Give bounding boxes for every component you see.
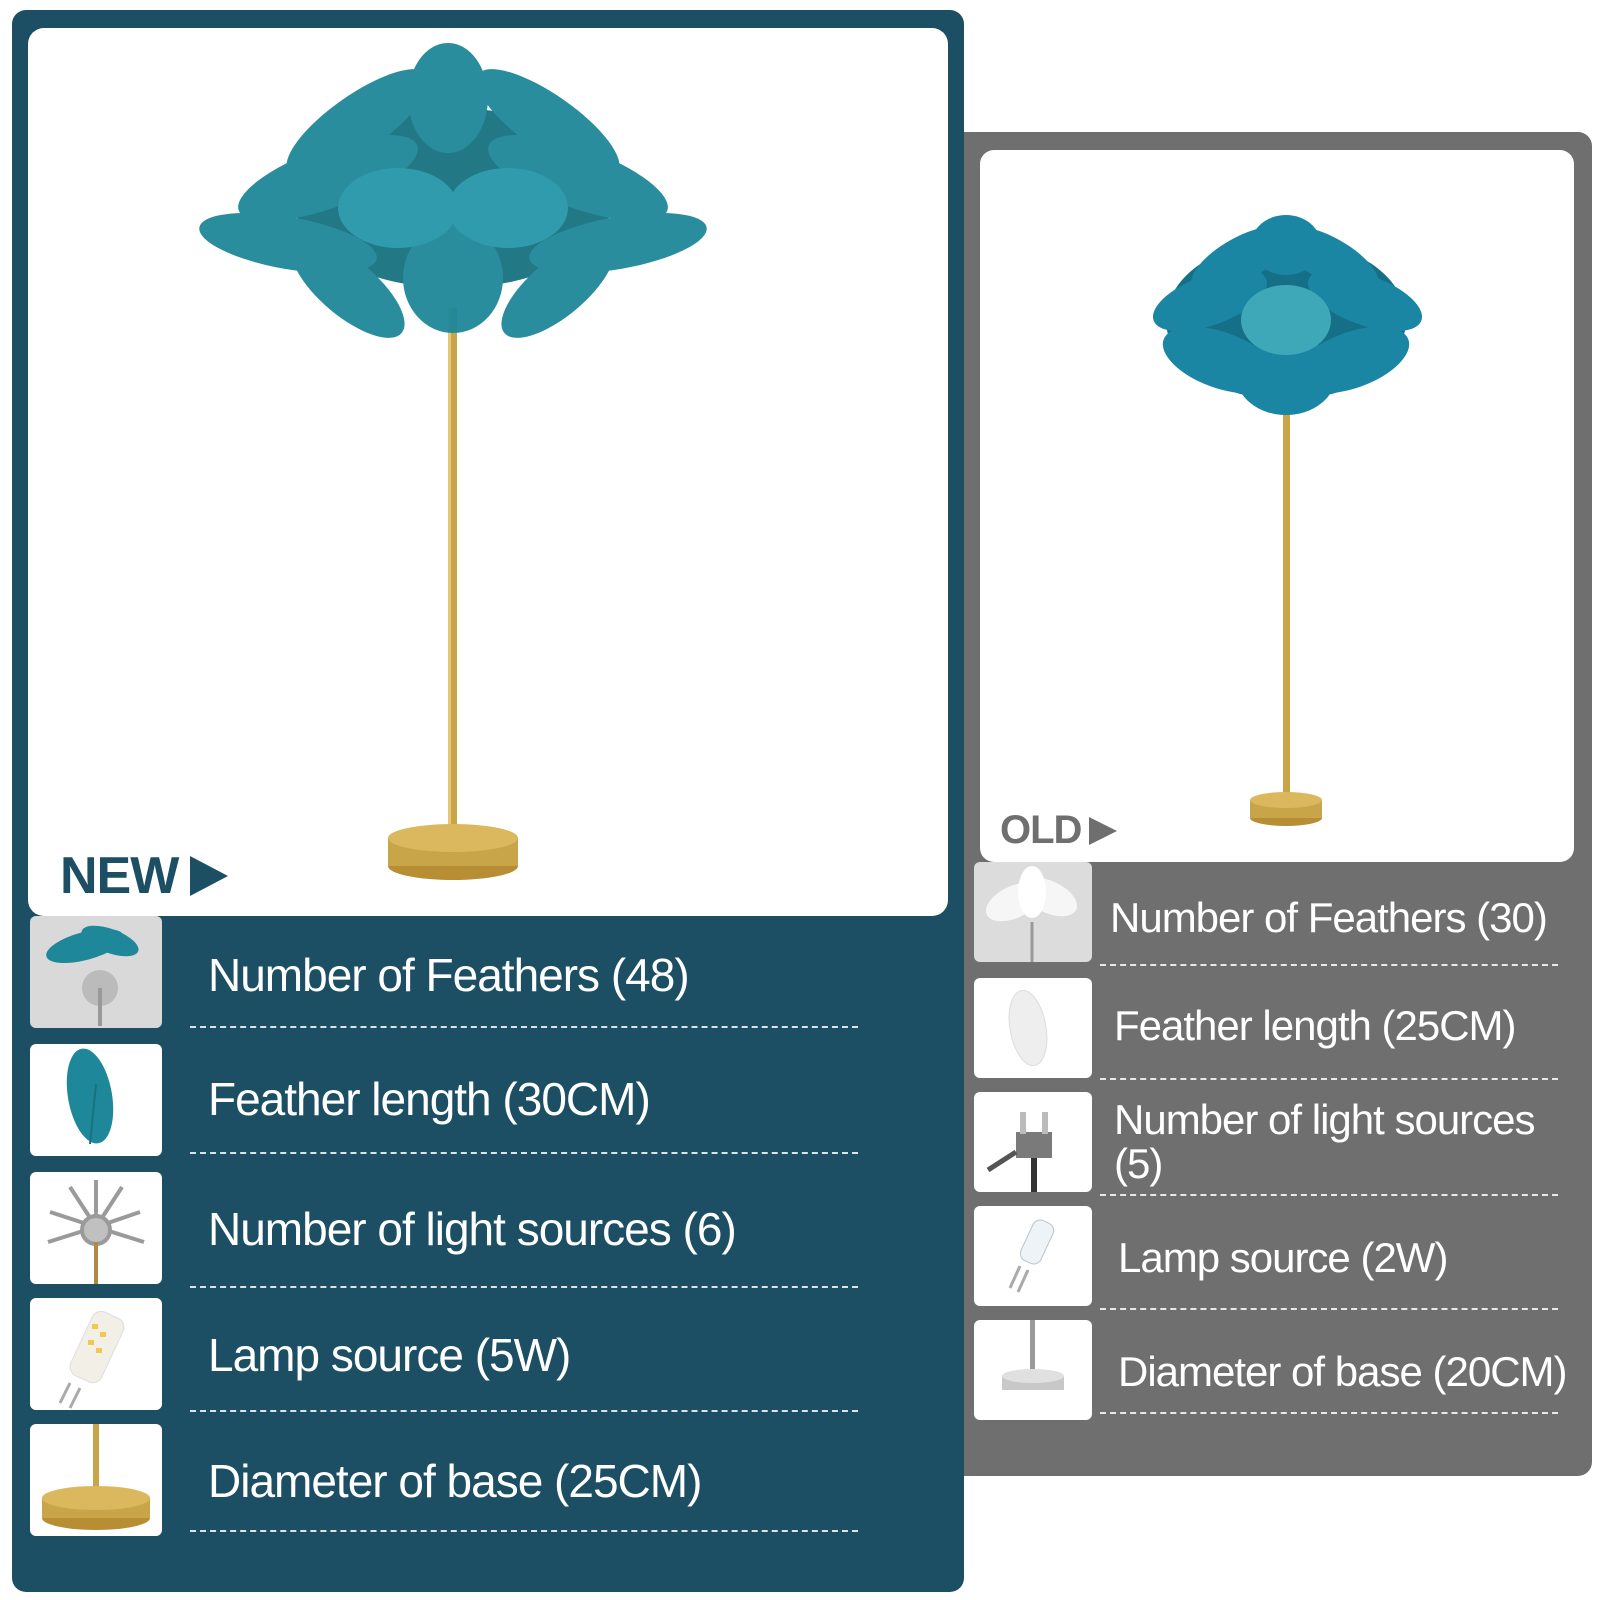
led-bulb-icon — [30, 1298, 162, 1410]
new-spec-length: Feather length (30CM) — [208, 1073, 651, 1125]
old-spec-feathers: Number of Feathers (30) — [1110, 894, 1548, 941]
new-spec-row: Number of Feathers (48) — [30, 916, 860, 1036]
old-spec-lamp-source: Lamp source (2W) — [1118, 1234, 1448, 1281]
single-white-feather-icon — [974, 978, 1092, 1078]
old-label-text: OLD — [1000, 808, 1082, 852]
bulb-holder-icon — [974, 1092, 1092, 1192]
divider — [1100, 1308, 1558, 1310]
new-feather-lamp-image — [199, 43, 707, 880]
white-feathers-icon — [974, 862, 1092, 962]
divider — [1100, 1194, 1558, 1196]
old-spec-length: Feather length (25CM) — [1114, 1002, 1517, 1049]
divider — [190, 1026, 858, 1028]
new-spec-row: Feather length (30CM) — [30, 1044, 860, 1164]
divider — [190, 1152, 858, 1154]
arrow-right-icon — [1089, 816, 1118, 845]
new-spec-base-diameter: Diameter of base (25CM) — [208, 1455, 702, 1507]
halogen-bulb-icon — [974, 1206, 1092, 1306]
divider — [190, 1286, 858, 1288]
new-spec-row: Lamp source (5W) — [30, 1298, 860, 1418]
new-spec-lamp-source: Lamp source (5W) — [208, 1329, 571, 1381]
new-panel: NEW Number of Feathers (48) Feather leng… — [12, 10, 964, 1592]
new-lamp-photo: NEW — [28, 28, 948, 916]
old-spec-row: Feather length (25CM) — [974, 978, 1584, 1088]
new-spec-feathers: Number of Feathers (48) — [208, 949, 690, 1001]
new-spec-row: Diameter of base (25CM) — [30, 1424, 860, 1544]
old-spec-light-sources: Number of light sources (5) — [1114, 1096, 1536, 1187]
divider — [1100, 964, 1558, 966]
old-feather-lamp-image — [1152, 215, 1423, 826]
new-label: NEW — [60, 846, 229, 906]
old-spec-row: Number of light sources (5) — [974, 1092, 1584, 1202]
old-spec-row: Number of Feathers (30) — [974, 862, 1584, 972]
old-label: OLD — [1000, 808, 1118, 853]
arrow-right-icon — [190, 856, 229, 896]
divider — [1100, 1412, 1558, 1414]
old-spec-row: Lamp source (2W) — [974, 1206, 1584, 1316]
divider — [190, 1410, 858, 1412]
silver-base-icon — [974, 1320, 1092, 1420]
old-lamp-photo: OLD — [980, 150, 1574, 862]
bulb-cluster-icon — [30, 1172, 162, 1284]
new-spec-light-sources: Number of light sources (6) — [208, 1203, 737, 1255]
new-spec-row: Number of light sources (6) — [30, 1172, 860, 1292]
gold-base-icon — [30, 1424, 162, 1536]
old-spec-row: Diameter of base (20CM) — [974, 1320, 1584, 1430]
old-spec-base-diameter: Diameter of base (20CM) — [1118, 1348, 1567, 1395]
divider — [1100, 1078, 1558, 1080]
feathers-with-bulbs-icon — [30, 916, 162, 1028]
new-label-text: NEW — [60, 847, 179, 905]
single-teal-feather-icon — [30, 1044, 162, 1156]
divider — [190, 1530, 858, 1532]
old-panel: OLD Number of Feathers (30) Feather leng… — [964, 132, 1592, 1476]
